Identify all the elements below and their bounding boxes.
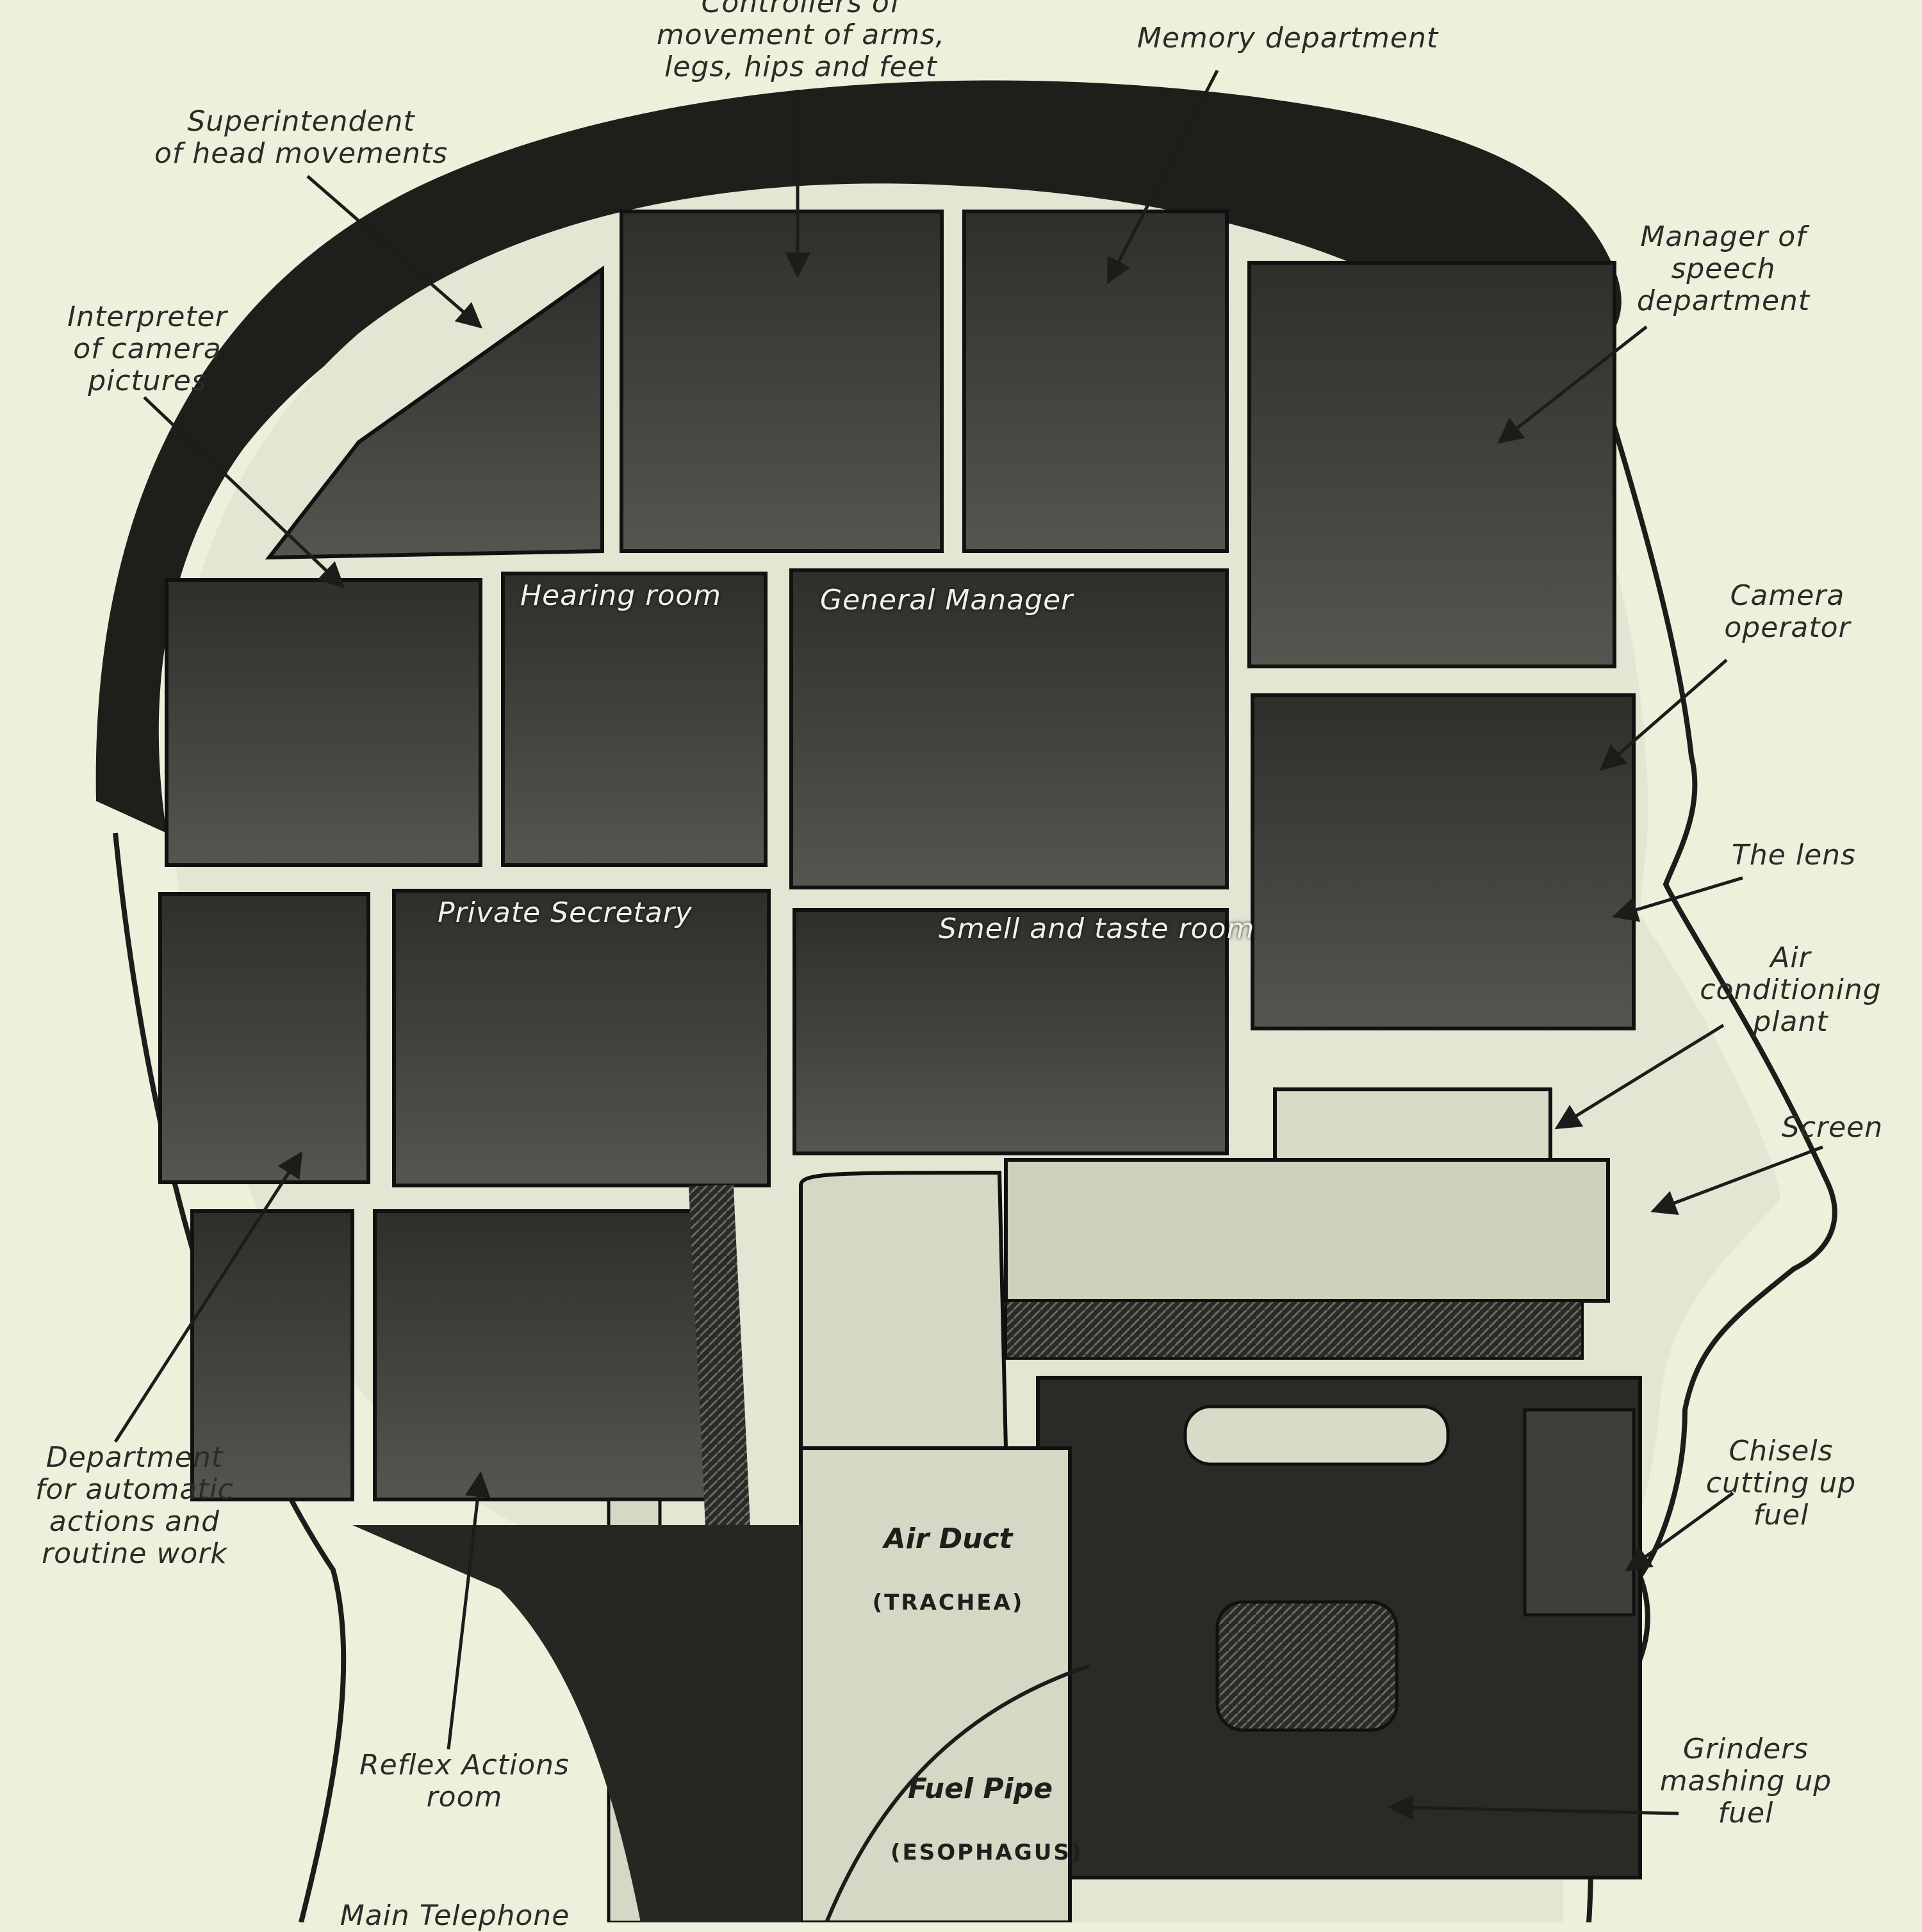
grinder-roller xyxy=(1215,1600,1399,1732)
leader-lens xyxy=(1612,876,1743,922)
air-duct-shaft xyxy=(799,1446,1072,1922)
callout-screen: Screen xyxy=(1781,1111,1884,1144)
leader-lines xyxy=(113,69,1823,1821)
room-general-manager xyxy=(789,568,1229,889)
callout-superintendent: Superintendent of head movements xyxy=(154,105,448,170)
air-duct-label: Air Duct (TRACHEA) xyxy=(846,1493,1051,1618)
air-duct-subtitle: (TRACHEA) xyxy=(872,1590,1024,1615)
leader-speech xyxy=(1497,326,1648,444)
room-title-smell-taste: Smell and taste room xyxy=(939,912,1255,945)
leader-air-conditioning xyxy=(1554,1023,1725,1130)
callout-memory-department: Memory department xyxy=(1137,22,1439,54)
callout-lens: The lens xyxy=(1732,839,1856,871)
fuel-pipe-subtitle: (ESOPHAGUS) xyxy=(891,1840,1083,1865)
rooms-grid xyxy=(158,210,1642,1922)
leader-superintendent xyxy=(306,175,483,329)
room-hearing xyxy=(501,572,768,867)
leader-memory xyxy=(1106,69,1219,285)
callout-controllers: Controllers of movement of arms, legs, h… xyxy=(656,0,946,83)
fuel-pipe-curve xyxy=(825,1664,1090,1922)
room-switchboard xyxy=(158,892,370,1184)
leader-automatic xyxy=(113,1151,303,1443)
room-automatic-actions xyxy=(190,1209,354,1501)
callout-automatic-department: Department for automatic actions and rou… xyxy=(35,1441,234,1570)
callout-main-telephone: Main Telephone xyxy=(340,1899,570,1932)
lower-dark-cavity xyxy=(352,1525,801,1922)
callout-reflex-actions: Reflex Actions room xyxy=(359,1749,570,1813)
leader-interpreter xyxy=(143,396,345,588)
callout-camera-operator: Camera operator xyxy=(1724,579,1851,644)
room-title-hearing: Hearing room xyxy=(520,579,722,612)
leader-camera-operator xyxy=(1599,659,1728,771)
room-reflex-actions xyxy=(373,1209,716,1501)
room-speech xyxy=(1247,261,1616,668)
callout-speech-manager: Manager of speech department xyxy=(1636,220,1811,317)
leader-grinders xyxy=(1388,1794,1679,1821)
room-smell-taste xyxy=(793,908,1229,1155)
air-duct-bend xyxy=(799,1170,1008,1450)
leader-chisels xyxy=(1625,1491,1734,1572)
callout-interpreter: Interpreter of camera pictures xyxy=(67,301,227,397)
room-limb-controllers xyxy=(620,210,944,553)
room-head-movements xyxy=(265,265,604,560)
callout-grinders: Grinders mashing up fuel xyxy=(1659,1733,1832,1829)
callout-air-conditioning: Air conditioning plant xyxy=(1700,941,1882,1038)
leader-screen xyxy=(1650,1145,1823,1216)
room-memory xyxy=(962,210,1229,553)
room-title-private-secretary: Private Secretary xyxy=(438,896,693,929)
room-camera xyxy=(1251,693,1636,1030)
fuel-pipe-title: Fuel Pipe xyxy=(907,1772,1053,1805)
air-duct-title: Air Duct xyxy=(883,1523,1013,1555)
fuel-pipe-label: Fuel Pipe (ESOPHAGUS) xyxy=(891,1743,1081,1868)
fuel-tank xyxy=(1183,1405,1450,1466)
air-conditioning-support xyxy=(1005,1300,1584,1360)
chisels-block xyxy=(1523,1408,1636,1617)
leader-reflex xyxy=(447,1471,491,1750)
room-picture-interpreter xyxy=(165,578,482,867)
room-title-general-manager: General Manager xyxy=(820,584,1074,616)
room-private-secretary xyxy=(392,889,771,1187)
callout-chisels: Chisels cutting up fuel xyxy=(1705,1435,1857,1532)
air-conditioning-housing xyxy=(1004,1158,1610,1303)
